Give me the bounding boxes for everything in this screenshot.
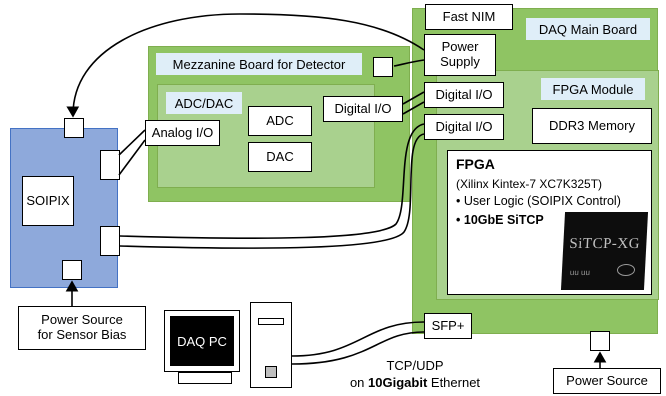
analog-io-label: Analog I/O	[151, 124, 214, 140]
power-supply-label-1: Power	[441, 39, 479, 55]
pc-power-button-icon	[265, 366, 277, 378]
tcp-udp-label: TCP/UDP on 10Gigabit Ethernet	[330, 358, 500, 392]
digital-io-main-1: Digital I/O	[424, 82, 504, 108]
sfp-label: SFP+	[431, 317, 465, 333]
monitor-screen: DAQ PC	[170, 316, 234, 366]
digital-io-main-2: Digital I/O	[424, 114, 504, 140]
fpga-module-title: FPGA Module	[541, 78, 645, 100]
daq-main-board-label: DAQ Main Board	[538, 21, 638, 37]
tcp-line-2: on 10Gigabit Ethernet	[330, 375, 500, 392]
digital-io-mezz-label: Digital I/O	[334, 100, 392, 116]
fpga-module-label: FPGA Module	[552, 81, 634, 97]
dac-box: DAC	[248, 142, 312, 172]
pc-drive-slot	[258, 318, 284, 325]
ddr3-memory-box: DDR3 Memory	[532, 108, 652, 144]
digital-cable-soipix-main	[119, 123, 425, 240]
fpga-title: FPGA	[456, 156, 495, 172]
power-supply-box: Power Supply	[424, 34, 496, 76]
adc-dac-label: ADC/DAC	[174, 95, 234, 111]
soipix-chip: SOIPIX	[22, 176, 74, 226]
mezzanine-power-connector	[373, 57, 393, 77]
mezzanine-title: Mezzanine Board for Detector	[156, 53, 362, 75]
bullet-dot-icon: •	[456, 194, 461, 208]
bullet-dot-icon: •	[456, 213, 461, 227]
tcp-line-2-pre: on	[349, 374, 369, 390]
fast-nim-label: Fast NIM	[442, 8, 496, 24]
fpga-bullet-2-text: 10GbE SiTCP	[463, 213, 544, 227]
tcp-line-2-post: Ethernet	[427, 374, 481, 390]
digital-cable-mezz-main	[402, 91, 425, 115]
mezzanine-label: Mezzanine Board for Detector	[172, 56, 346, 72]
daq-main-board-title: DAQ Main Board	[526, 18, 650, 40]
digital-io-main-2-label: Digital I/O	[435, 118, 493, 134]
power-bias-box: Power Source for Sensor Bias	[18, 306, 146, 350]
monitor-stand	[178, 372, 232, 384]
fpga-part: (Xilinx Kintex-7 XC7K325T)	[456, 177, 603, 191]
digital-io-main-1-label: Digital I/O	[435, 86, 493, 102]
adc-dac-title: ADC/DAC	[166, 92, 242, 114]
power-source-box: Power Source	[553, 368, 661, 394]
analog-io-box: Analog I/O	[145, 120, 220, 146]
power-bias-label-2: for Sensor Bias	[37, 327, 127, 342]
soipix-top-connector	[64, 118, 84, 138]
digital-io-mezz-box: Digital I/O	[323, 96, 403, 122]
soipix-label: SOIPIX	[26, 192, 70, 208]
sfp-box: SFP+	[424, 313, 472, 339]
adc-label: ADC	[266, 112, 294, 128]
dac-label: DAC	[266, 148, 294, 164]
soipix-analog-connector	[100, 150, 120, 180]
ethernet-cable	[291, 321, 425, 357]
fast-nim-box: Fast NIM	[425, 4, 513, 30]
power-cable-to-soipix	[66, 13, 425, 118]
soipix-bias-connector	[62, 260, 82, 280]
tcp-line-1: TCP/UDP	[386, 358, 444, 373]
power-bias-label-1: Power Source	[41, 312, 123, 328]
power-cable-to-mezzanine	[393, 59, 425, 67]
ddr3-memory-label: DDR3 Memory	[549, 117, 635, 133]
fpga-bullet-1-text: User Logic (SOIPIX Control)	[463, 194, 621, 208]
main-power-connector	[590, 331, 610, 351]
analog-cable	[118, 129, 146, 176]
power-supply-label-2: Supply	[440, 54, 480, 69]
soipix-digital-connector	[100, 226, 120, 256]
fpga-bullet-2: • 10GbE SiTCP	[456, 213, 544, 227]
tcp-line-2-bold: 10Gigabit	[368, 374, 428, 390]
daq-pc-label: DAQ PC	[177, 333, 227, 349]
power-source-label: Power Source	[566, 372, 648, 388]
fpga-bullet-1: • User Logic (SOIPIX Control)	[456, 194, 621, 208]
adc-box: ADC	[248, 106, 312, 136]
